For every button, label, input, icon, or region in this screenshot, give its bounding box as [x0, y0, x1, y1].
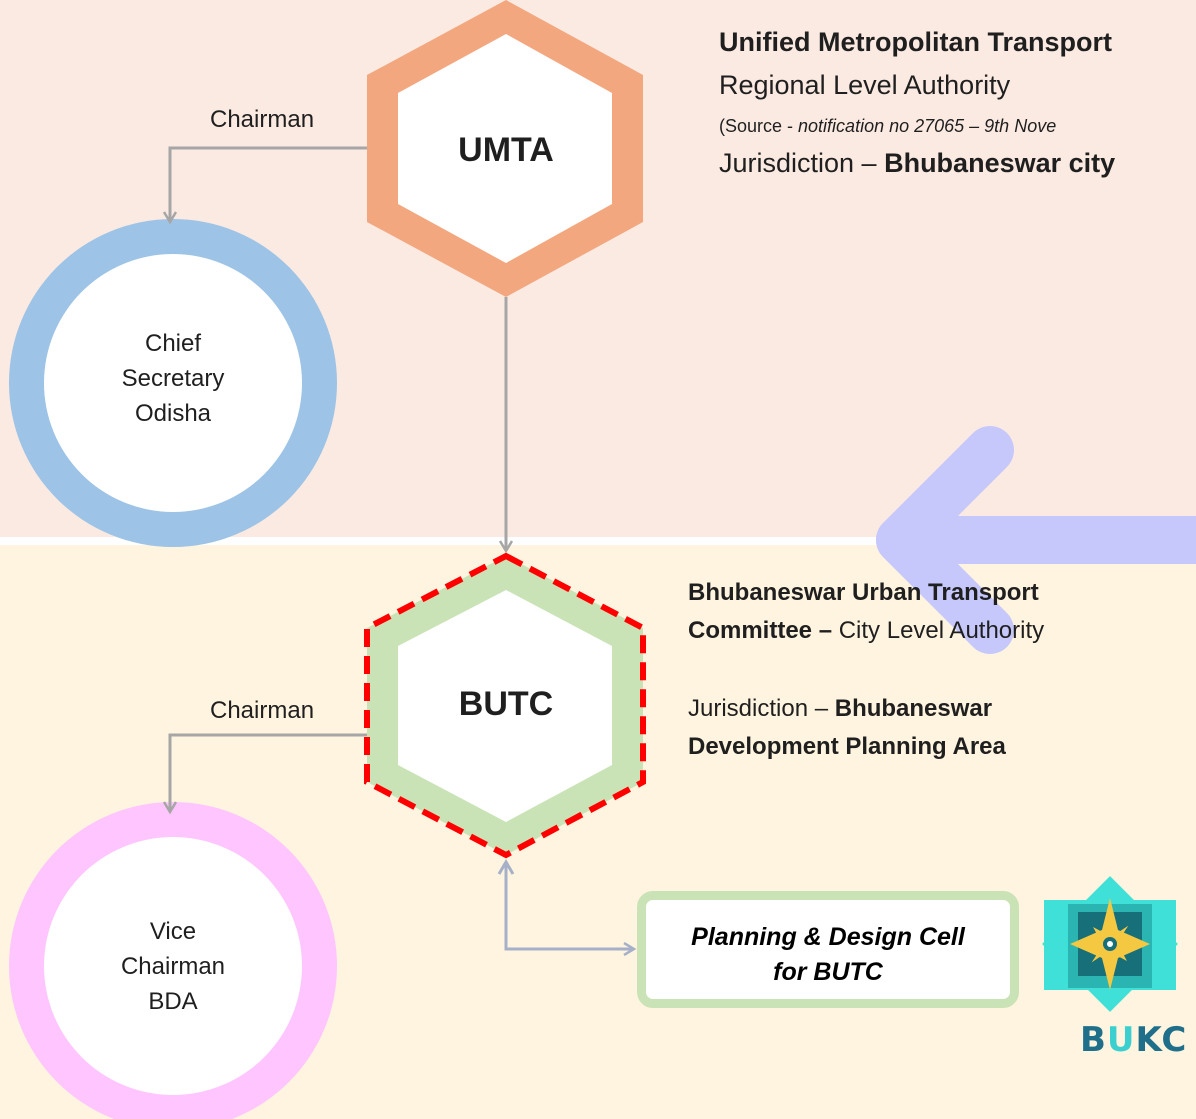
butc-info-name: Bhubaneswar Urban Transport Committee – … [688, 574, 1044, 650]
vice-chairman-circle-inner [44, 837, 302, 1095]
planning-design-cell-box: Planning & Design Cell for BUTC [637, 891, 1019, 1008]
umta-info-title: Unified Metropolitan Transport [719, 27, 1113, 57]
umta-label: UMTA [458, 131, 554, 169]
vice-chairman-line-2: Chairman [120, 953, 226, 980]
bukc-logo-text: BUKC [1080, 1020, 1187, 1060]
vice-chairman-line-1: Vice [149, 918, 197, 945]
butc-to-cell-connector [504, 864, 634, 949]
umta-hexagon-inner [398, 34, 612, 263]
bukc-letters-kc: KC [1135, 1020, 1188, 1060]
chief-secretary-line-1: Chief [144, 330, 202, 357]
vice-chairman-line-3: BDA [148, 988, 198, 1015]
chief-secretary-circle-inner [44, 254, 302, 512]
large-left-arrow-icon [876, 426, 1196, 654]
butc-label: BUTC [458, 685, 554, 723]
butc-hexagon-inner [398, 590, 612, 822]
umta-source-prefix: (Source - [719, 116, 799, 136]
butc-level-text: City Level Authority [832, 617, 1045, 644]
butc-jurisdiction-line-2: Development Planning Area [688, 733, 1006, 760]
butc-jurisdiction-line-1: Jurisdiction – Bhubaneswar [688, 690, 1006, 728]
umta-info-jurisdiction: Jurisdiction – Bhubaneswar city [719, 148, 1115, 179]
butc-name-line-1: Bhubaneswar Urban Transport [688, 579, 1039, 606]
umta-info-level: Regional Level Authority [719, 70, 1011, 100]
chief-secretary-line-2: Secretary [121, 365, 225, 392]
butc-info-jurisdiction: Jurisdiction – Bhubaneswar Development P… [688, 690, 1006, 766]
butc-chairman-label: Chairman [210, 697, 315, 724]
umta-source-notification: notification no 27065 – 9th Nove [798, 116, 1057, 136]
butc-up-arrowhead [497, 859, 515, 875]
chief-secretary-line-3: Odisha [134, 400, 212, 427]
umta-chairman-label: Chairman [210, 106, 315, 133]
chief-secretary-text: Chief Secretary Odisha [73, 326, 273, 431]
butc-jurisdiction-prefix: Jurisdiction – [688, 695, 835, 722]
umta-jurisdiction-prefix: Jurisdiction – [719, 148, 885, 178]
umta-jurisdiction-value: Bhubaneswar city [884, 148, 1116, 178]
bukc-letter-b: B [1080, 1020, 1107, 1060]
bukc-logo [1042, 876, 1178, 1012]
vice-chairman-text: Vice Chairman BDA [73, 914, 273, 1019]
butc-committee-word: Committee – [688, 617, 833, 644]
planning-design-cell-text: Planning & Design Cell for BUTC [646, 920, 1010, 990]
umta-info-source: (Source - notification no 27065 – 9th No… [719, 116, 1056, 137]
bukc-letter-u: U [1106, 1020, 1136, 1060]
umta-chairman-connector [170, 146, 367, 222]
butc-name-line-2: Committee – City Level Authority [688, 612, 1044, 650]
cell-line-2: for BUTC [773, 958, 883, 986]
butc-jurisdiction-bold-1: Bhubaneswar [834, 695, 993, 722]
cell-line-1: Planning & Design Cell [691, 923, 965, 951]
butc-chairman-connector [170, 733, 367, 812]
